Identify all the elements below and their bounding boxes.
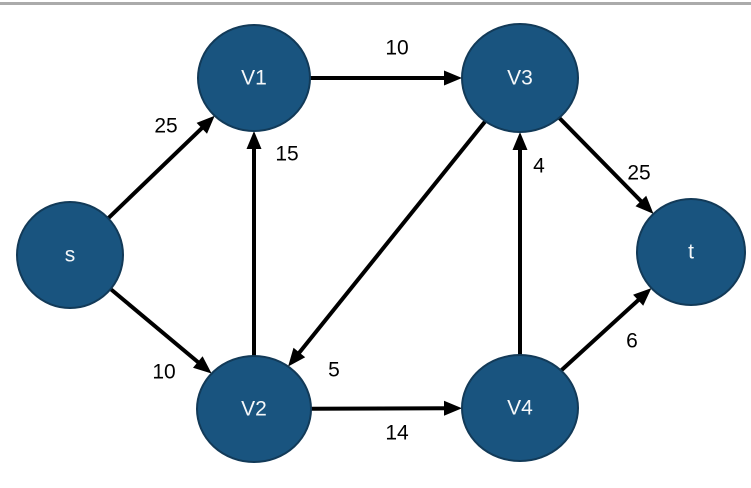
edge-weight-v2-v1: 15: [275, 143, 298, 166]
edge-v4-t: [559, 296, 642, 373]
node-v1: [197, 24, 311, 132]
edge-weight-s-v1: 25: [154, 115, 177, 138]
edge-weight-v1-v3: 10: [385, 37, 408, 60]
edge-v2-v4: [310, 406, 448, 411]
edge-weight-v4-v3: 4: [533, 155, 545, 178]
node-label-s: s: [65, 244, 76, 267]
arrowhead-v4-v3: [512, 132, 528, 150]
edge-weight-v2-v4: 14: [385, 422, 409, 445]
edge-v3-t: [557, 116, 645, 205]
arrowhead-v2-v1: [246, 131, 262, 149]
node-v2: [196, 355, 312, 463]
node-label-v3: V3: [507, 67, 533, 90]
edge-v3-v2: [295, 119, 487, 357]
arrowhead-s-v2: [193, 356, 212, 374]
edge-weight-v3-t: 25: [627, 162, 650, 185]
node-label-v4: V4: [507, 397, 533, 420]
node-t: [636, 198, 746, 306]
arrowhead-s-v1: [196, 115, 215, 134]
edge-s-v1: [106, 124, 206, 220]
node-s: [16, 201, 124, 309]
arrowhead-v4-t: [633, 288, 652, 306]
arrowhead-v3-v2: [288, 347, 306, 367]
arrowhead-v2-v4: [444, 400, 462, 416]
node-v3: [461, 23, 579, 133]
node-label-v2: V2: [241, 398, 267, 421]
node-v4: [461, 354, 579, 462]
node-label-t: t: [688, 241, 694, 264]
edge-weight-v3-v2: 5: [328, 359, 340, 382]
edge-weight-s-v2: 10: [152, 361, 175, 384]
top-border-rule: [0, 2, 751, 5]
arrowhead-v3-t: [635, 195, 654, 214]
node-label-v1: V1: [241, 67, 267, 90]
edge-s-v2: [109, 287, 202, 366]
arrowhead-v1-v3: [444, 70, 462, 86]
edge-weight-v4-t: 6: [626, 330, 638, 353]
